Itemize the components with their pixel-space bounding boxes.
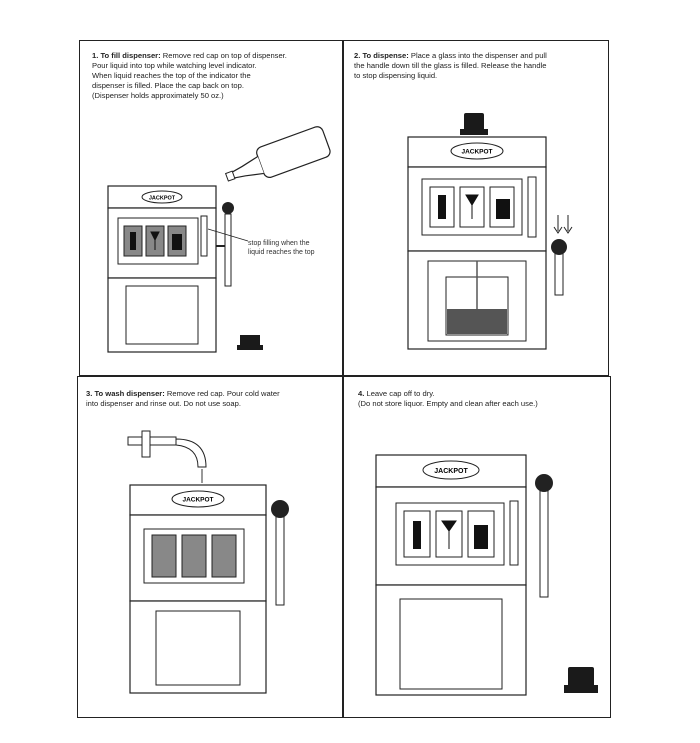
slot-machine-icon: JACKPOT <box>407 136 573 350</box>
step-4-illustration: JACKPOT <box>375 454 598 696</box>
step-2-heading: To dispense: <box>362 51 409 60</box>
step-4-number: 4. <box>358 389 365 398</box>
step-2-number: 2. <box>354 51 361 60</box>
machine-label-4: JACKPOT <box>434 468 468 475</box>
step-2-panel: 2. To dispense: Place a glass into the d… <box>343 40 609 376</box>
step-2-illustration: JACKPOT <box>407 113 573 350</box>
machine-label-3: JACKPOT <box>182 497 213 504</box>
step-1-illustration: JACKPOT <box>107 126 331 353</box>
cap-icon <box>237 335 263 350</box>
step-1-text: Remove red cap on top of dispenser. Pour… <box>92 51 287 100</box>
step-4-instructions: 4. Leave cap off to dry. (Do not store l… <box>358 389 608 409</box>
step-1-instructions: 1. To fill dispenser: Remove red cap on … <box>92 51 337 101</box>
step-3-illustration: JACKPOT <box>127 430 289 694</box>
step-4-panel: 4. Leave cap off to dry. (Do not store l… <box>343 376 611 718</box>
step-3-heading: To wash dispenser: <box>94 389 165 398</box>
step-3-panel: 3. To wash dispenser: Remove red cap. Po… <box>77 376 343 718</box>
cap-icon <box>460 113 488 135</box>
step-4-text: Leave cap off to dry. (Do not store liqu… <box>358 389 538 408</box>
machine-label-2: JACKPOT <box>461 149 492 156</box>
step-3-text: Remove red cap. Pour cold water into dis… <box>86 389 280 408</box>
step-1-heading: To fill dispenser: <box>100 51 161 60</box>
step-3-number: 3. <box>86 389 93 398</box>
step-1-panel: 1. To fill dispenser: Remove red cap on … <box>79 40 343 376</box>
bottle-icon <box>224 126 331 182</box>
faucet-icon <box>127 430 207 483</box>
step-2-instructions: 2. To dispense: Place a glass into the d… <box>354 51 602 81</box>
machine-label-1: JACKPOT <box>149 196 176 202</box>
step-1-number: 1. <box>92 51 99 60</box>
step-3-instructions: 3. To wash dispenser: Remove red cap. Po… <box>86 389 336 409</box>
step-2-text: Place a glass into the dispenser and pul… <box>354 51 547 80</box>
slot-machine-icon: JACKPOT <box>129 484 289 694</box>
step-1-note: stop filling when the liquid reaches the… <box>248 240 315 256</box>
slot-machine-icon: JACKPOT <box>107 185 234 353</box>
slot-machine-icon: JACKPOT <box>375 454 553 696</box>
cap-icon <box>564 667 598 693</box>
